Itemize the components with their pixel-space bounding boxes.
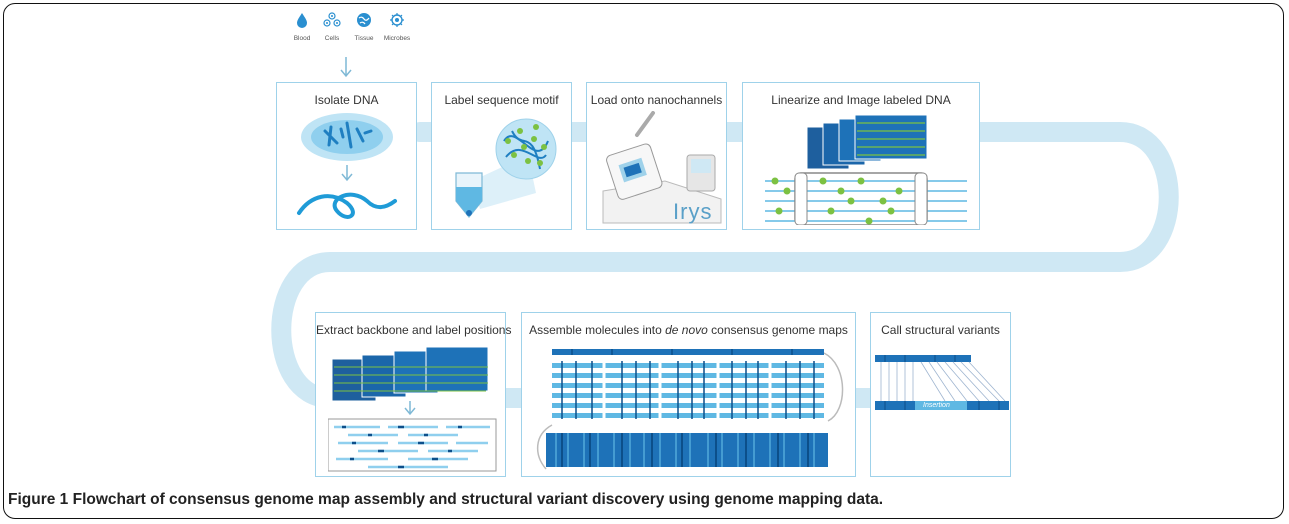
figure-frame — [3, 3, 1284, 519]
title-italic: de novo — [665, 323, 708, 337]
step-isolate-dna: Isolate DNA — [276, 82, 417, 230]
caption-text: Flowchart of consensus genome map assemb… — [68, 491, 884, 508]
cells-icon — [323, 12, 341, 27]
backbone-extract-illustration — [328, 346, 497, 472]
step-linearize-image: Linearize and Image labeled DNA — [742, 82, 980, 230]
instrument-label: Irys — [673, 199, 713, 224]
insertion-label: Insertion — [923, 402, 950, 409]
step-title: Call structural variants — [881, 323, 1000, 337]
caption-label: Figure 1 — [8, 491, 69, 508]
nanochannel-image-illustration — [765, 114, 967, 225]
step-title: Isolate DNA — [314, 93, 379, 107]
microbe-icon — [390, 13, 404, 27]
step-title: Extract backbone and label positions — [316, 323, 512, 337]
step-title: Assemble molecules into de novo consensu… — [522, 323, 855, 337]
labeling-tube-illustration — [455, 118, 557, 218]
step-load-nanochannels: Load onto nanochannels Irys — [586, 82, 727, 230]
source-label: Blood — [293, 35, 311, 42]
source-tissue: Tissue — [339, 12, 389, 42]
figure-caption: Figure 1 Flowchart of consensus genome m… — [8, 491, 883, 509]
source-cells: Cells — [307, 12, 357, 42]
source-label: Cells — [324, 35, 340, 42]
step-label-motif: Label sequence motif — [431, 82, 572, 230]
variant-call-illustration — [875, 355, 1009, 410]
tissue-icon — [357, 13, 371, 27]
source-label: Microbes — [383, 35, 411, 42]
step-call-variants: Call structural variants Insertion — [870, 312, 1011, 477]
step-extract-backbone: Extract backbone and label positions — [315, 312, 512, 477]
step-title: Label sequence motif — [444, 93, 559, 107]
step-title: Linearize and Image labeled DNA — [771, 93, 951, 107]
title-prefix: Assemble molecules into — [529, 323, 666, 337]
step-title: Load onto nanochannels — [590, 93, 723, 107]
arrow-down-icon — [340, 57, 352, 78]
blood-drop-icon — [297, 13, 307, 28]
irys-instrument-illustration — [602, 111, 722, 224]
title-suffix: consensus genome maps — [707, 323, 848, 337]
source-blood: Blood — [277, 12, 327, 42]
cell-dna-illustration — [297, 113, 397, 219]
source-microbes: Microbes — [372, 12, 422, 42]
source-label: Tissue — [354, 35, 374, 42]
assembly-illustration — [537, 349, 844, 470]
step-assemble-maps: Assemble molecules into de novo consensu… — [521, 312, 856, 477]
